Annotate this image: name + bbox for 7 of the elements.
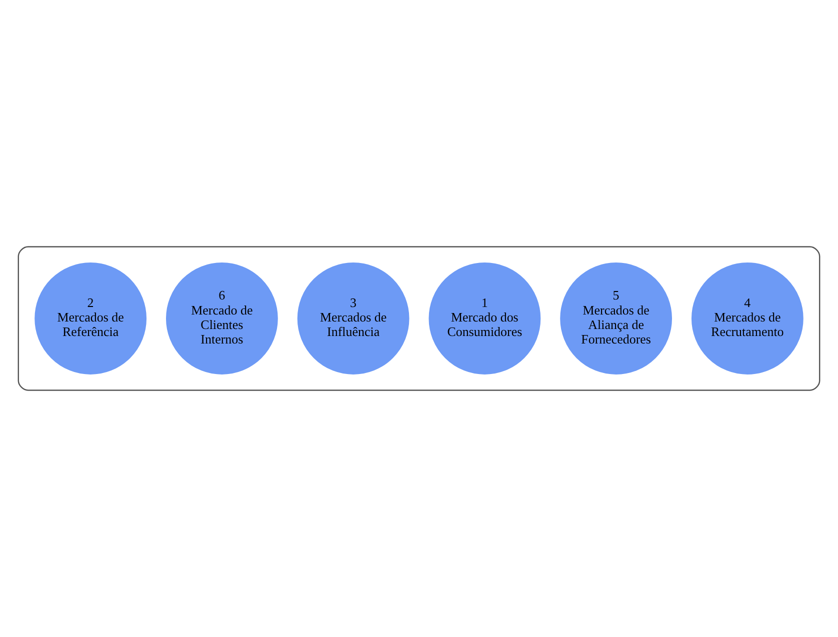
node-circle: 6 Mercado de Clientes Internos (166, 262, 278, 374)
node-circle: 5 Mercados de Aliança de Fornecedores (560, 262, 672, 374)
node-circle: 4 Mercados de Recrutamento (691, 262, 804, 374)
node-circle: 1 Mercado dos Consumidores (428, 262, 541, 374)
cluster (18, 246, 820, 391)
node-circle: 2 Mercados de Referência (34, 262, 147, 374)
node-circle: 3 Mercados de Influência (297, 262, 410, 374)
